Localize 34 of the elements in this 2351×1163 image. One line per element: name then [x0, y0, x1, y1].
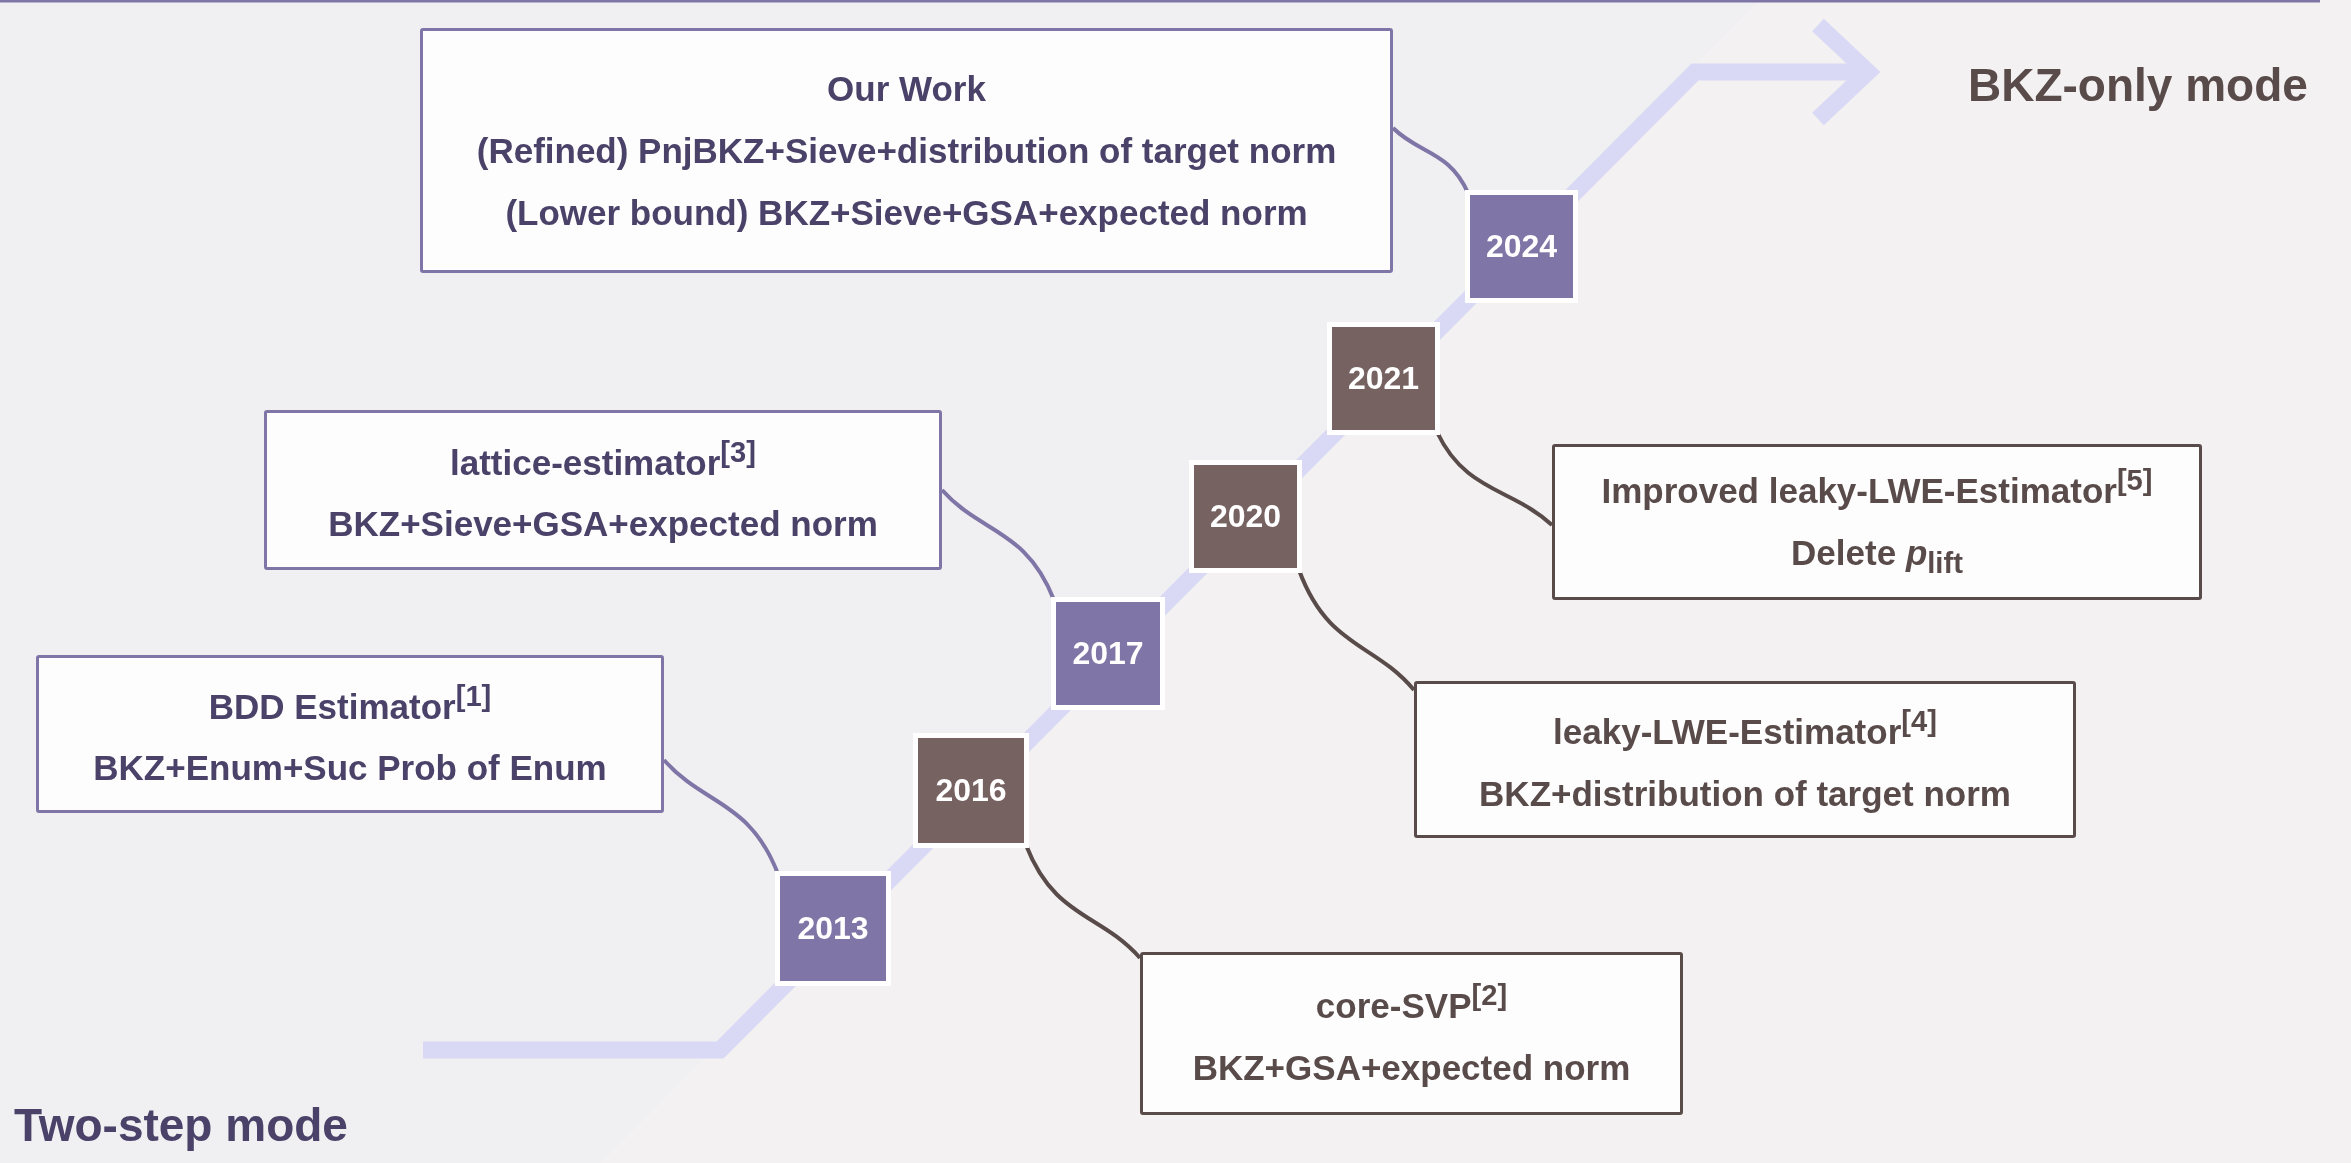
- description-card: [1140, 952, 1683, 1115]
- description-card: [420, 28, 1393, 273]
- card-heading: core-SVP$^{[2]}$: [1315, 979, 1508, 1026]
- card-heading: leaky-LWE-Estimator$^{[4]}$: [1553, 705, 1937, 752]
- card-text: BKZ+Enum+Suc Prob of Enum: [93, 748, 607, 789]
- year-label: 2017: [1072, 635, 1144, 672]
- description-card: [36, 655, 664, 813]
- card-text: (Lower bound) BKZ+Sieve+GSA+expected norm: [505, 192, 1308, 233]
- mode-label: BKZ-only mode: [1968, 60, 2308, 111]
- description-card: [1552, 444, 2202, 600]
- year-marker: [913, 733, 1029, 848]
- card-text: BKZ+Sieve+GSA+expected norm: [328, 504, 878, 545]
- description-card: [264, 410, 942, 570]
- year-label: 2016: [935, 772, 1007, 809]
- year-label: 2024: [1485, 228, 1558, 265]
- year-label: 2020: [1209, 498, 1282, 535]
- card-text: BKZ+distribution of target norm: [1479, 773, 2011, 814]
- card-text: Delete p$_{lift}$: [1791, 532, 1963, 580]
- card-heading: Our Work: [827, 68, 986, 109]
- year-marker: [775, 871, 891, 986]
- year-label: 2013: [797, 910, 869, 947]
- year-label: 2021: [1347, 360, 1420, 397]
- card-text: (Refined) PnjBKZ+Sieve+distribution of target norm: [476, 130, 1337, 171]
- year-marker: [1327, 322, 1440, 435]
- card-heading: lattice-estimator$^{[3]}$: [450, 435, 756, 483]
- connector-line: [1435, 431, 1554, 527]
- description-card: [1414, 681, 2076, 838]
- year-marker: [1189, 460, 1302, 573]
- year-marker: [1465, 190, 1578, 303]
- mode-label: Two-step mode: [14, 1100, 348, 1151]
- card-heading: BDD Estimator$^{[1]}$: [208, 679, 492, 727]
- card-heading: Improved leaky-LWE-Estimator$^{[5]}$: [1601, 464, 2153, 511]
- card-text: BKZ+GSA+expected norm: [1192, 1047, 1631, 1088]
- year-marker: [1051, 597, 1165, 710]
